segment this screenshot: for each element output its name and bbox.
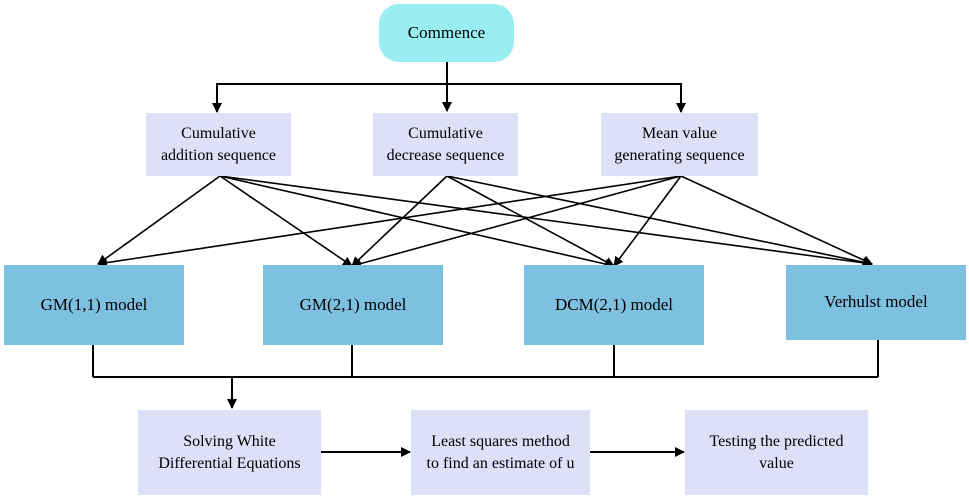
sequence-to-model-arrows [97, 175, 873, 269]
arrow-mean-to-gm11 [97, 175, 682, 268]
mean-value-node: Mean value generating sequence [601, 113, 758, 176]
commence-label: Commence [407, 22, 486, 42]
least-squares-node: Least squares method to find an estimate… [411, 410, 590, 495]
arrow-mean-to-gm21 [351, 175, 682, 269]
solving-equations-label: Solving White Differential Equations [158, 432, 301, 472]
gm21-model-node: GM(2,1) model [263, 265, 443, 345]
arrow-addition-to-gm21 [219, 175, 353, 267]
cumulative-decrease-label: Cumulative decrease sequence [386, 124, 505, 164]
model-merge-connectors [92, 340, 879, 409]
arrow-mean-to-verhulst [680, 175, 873, 265]
verhulst-model-label: Verhulst model [824, 292, 928, 312]
arrow-decrease-to-dcm21 [446, 175, 615, 267]
arrow-addition-to-gm11 [97, 175, 221, 265]
arrow-decrease-to-verhulst [446, 175, 873, 268]
start-connectors [212, 62, 686, 113]
cumulative-addition-label: Cumulative addition sequence [160, 124, 277, 164]
arrow-decrease-to-gm21 [351, 175, 448, 267]
mean-value-label: Mean value generating sequence [614, 124, 745, 164]
dcm21-model-label: DCM(2,1) model [554, 294, 674, 314]
verhulst-model-node: Verhulst model [786, 265, 966, 340]
gm11-model-label: GM(1,1) model [40, 294, 148, 314]
dcm21-model-node: DCM(2,1) model [524, 265, 704, 345]
testing-predicted-node: Testing the predicted value [685, 410, 868, 495]
solving-equations-node: Solving White Differential Equations [138, 410, 321, 495]
connector-branch-bar [216, 83, 682, 111]
cumulative-decrease-node: Cumulative decrease sequence [373, 113, 518, 176]
cumulative-addition-node: Cumulative addition sequence [146, 113, 291, 176]
arrow-mean-to-dcm21 [613, 175, 682, 267]
arrow-addition-to-dcm21 [219, 175, 615, 269]
arrow-addition-to-verhulst [219, 175, 873, 268]
least-squares-label: Least squares method to find an estimate… [426, 432, 575, 472]
commence-node: Commence [379, 4, 514, 62]
testing-predicted-label: Testing the predicted value [709, 432, 844, 472]
gm11-model-node: GM(1,1) model [4, 265, 184, 345]
gm21-model-label: GM(2,1) model [299, 294, 407, 314]
